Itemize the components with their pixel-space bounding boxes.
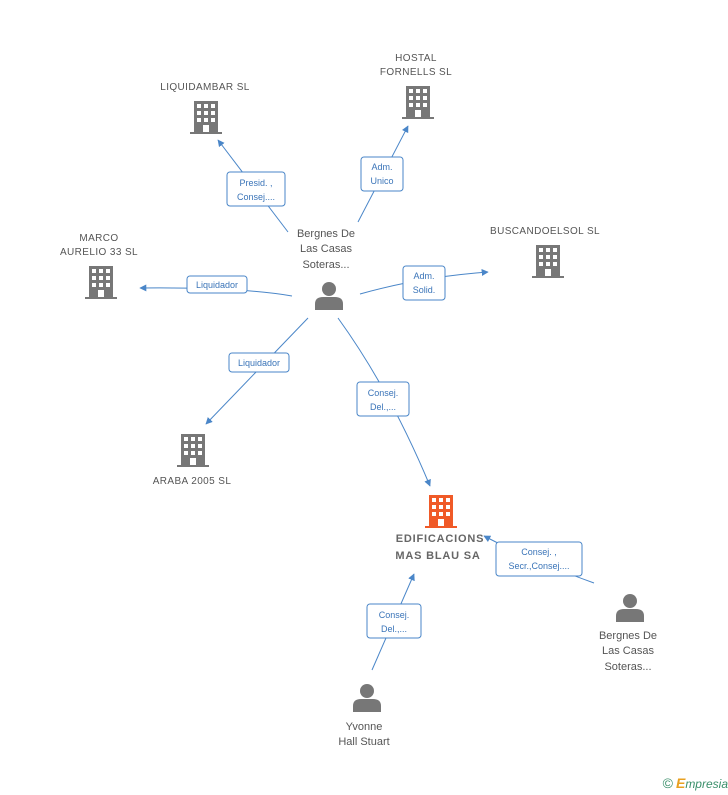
- edge-label-line: Liquidador: [196, 280, 238, 290]
- edge-label-line: Consej. ,: [521, 547, 557, 557]
- edge-label-line: Consej.: [368, 388, 399, 398]
- company-label: LIQUIDAMBAR SL: [160, 82, 250, 93]
- node-bergnes-center[interactable]: Bergnes De Las Casas Soteras...: [297, 228, 355, 310]
- edge-to-araba: Liquidador: [205, 317, 309, 425]
- node-liquidambar[interactable]: LIQUIDAMBAR SL: [160, 82, 250, 134]
- person-label: Las Casas: [602, 645, 654, 657]
- brand-watermark[interactable]: ©Empresia: [663, 775, 728, 791]
- copyright-symbol: ©: [662, 775, 673, 791]
- edge-label-line: Del.,...: [381, 624, 407, 634]
- person-label: Bergnes De: [599, 630, 657, 642]
- edge-to-marco: Liquidador: [139, 275, 293, 297]
- edge-label-line: Del.,...: [370, 402, 396, 412]
- building-icon: [177, 434, 209, 467]
- edge-to-hostal: Adm. Unico: [357, 125, 409, 223]
- building-icon: [532, 245, 564, 278]
- person-label: Yvonne: [346, 721, 383, 733]
- person-icon: [315, 282, 343, 310]
- edge-to-buscando: Adm. Solid.: [359, 265, 489, 301]
- edge-label-line: Unico: [370, 176, 393, 186]
- edge-label-line: Presid. ,: [239, 178, 272, 188]
- brand-name: mpresia: [685, 777, 728, 791]
- company-label: MARCO: [79, 233, 118, 244]
- building-icon: [425, 495, 457, 528]
- person-label: Bergnes De: [297, 228, 355, 240]
- company-label: ARABA 2005 SL: [153, 476, 232, 487]
- person-label: Soteras...: [604, 661, 651, 673]
- building-icon: [190, 101, 222, 134]
- building-icon: [402, 86, 434, 119]
- edge-to-edificaciones-right: Consej. , Secr.,Consej....: [483, 535, 595, 584]
- node-edificacions-mas-blau[interactable]: EDIFICACIONS MAS BLAU SA: [395, 495, 484, 562]
- edge-label-line: Adm.: [413, 271, 434, 281]
- node-hostal-fornells[interactable]: HOSTAL FORNELLS SL: [380, 53, 452, 119]
- company-label: EDIFICACIONS: [396, 533, 484, 545]
- brand-logo-initial: E: [675, 775, 686, 791]
- edge-to-liquidambar: Presid. , Consej....: [217, 139, 289, 233]
- node-marco-aurelio[interactable]: MARCO AURELIO 33 SL: [60, 233, 138, 299]
- person-icon: [616, 594, 644, 622]
- company-label: HOSTAL: [395, 53, 437, 64]
- node-buscandoelsol[interactable]: BUSCANDOELSOL SL: [490, 226, 600, 278]
- edge-label-line: Consej....: [237, 192, 275, 202]
- edge-label-line: Secr.,Consej....: [508, 561, 569, 571]
- edge-label-line: Consej.: [379, 610, 410, 620]
- person-label: Hall Stuart: [338, 736, 389, 748]
- edge-label-line: Liquidador: [238, 358, 280, 368]
- company-label: FORNELLS SL: [380, 67, 452, 78]
- edge-label-line: Adm.: [371, 162, 392, 172]
- node-araba[interactable]: ARABA 2005 SL: [153, 434, 232, 487]
- company-label: BUSCANDOELSOL SL: [490, 226, 600, 237]
- company-label: MAS BLAU SA: [395, 550, 480, 562]
- person-label: Soteras...: [302, 259, 349, 271]
- edge-label-line: Solid.: [413, 285, 436, 295]
- person-icon: [353, 684, 381, 712]
- node-yvonne[interactable]: Yvonne Hall Stuart: [338, 684, 390, 748]
- company-label: AURELIO 33 SL: [60, 247, 138, 258]
- building-icon: [85, 266, 117, 299]
- edge-to-edificaciones-center: Consej. Del.,...: [337, 317, 431, 487]
- edge-to-edificaciones-yvonne: Consej. Del.,...: [366, 573, 422, 671]
- person-label: Las Casas: [300, 243, 352, 255]
- node-bergnes-right[interactable]: Bergnes De Las Casas Soteras...: [599, 594, 657, 673]
